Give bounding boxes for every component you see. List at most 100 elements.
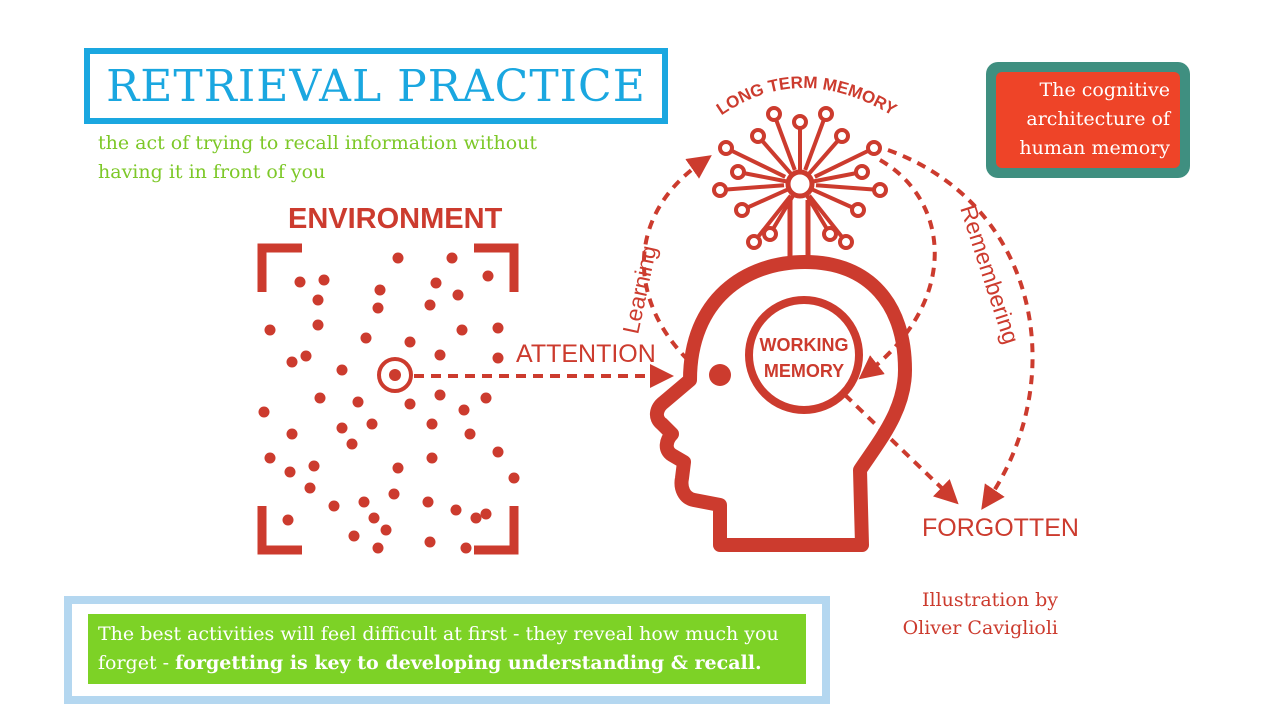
network-link [803, 113, 828, 171]
environment-dot [446, 252, 458, 264]
environment-dot [434, 349, 446, 361]
environment-dot [264, 452, 276, 464]
environment-dot [392, 462, 404, 474]
network-node [734, 202, 750, 218]
environment-dot [480, 392, 492, 404]
environment-dot [258, 406, 270, 418]
wm-forgotten-arrow [843, 393, 959, 505]
environment-dot [372, 302, 384, 314]
network-node [818, 106, 834, 122]
subtitle: the act of trying to recall information … [98, 132, 538, 183]
ltm-forgotten-arrow [887, 148, 1035, 510]
long-term-memory-label: LONG TERM MEMORY [713, 73, 900, 120]
environment-dot [286, 428, 298, 440]
network-node [850, 202, 866, 218]
environment-dot [318, 274, 330, 286]
environment-dot [348, 530, 360, 542]
network-node [762, 226, 778, 242]
eye-dot [709, 364, 731, 386]
environment-dot [368, 512, 380, 524]
network-node [766, 106, 782, 122]
environment-dot [424, 299, 436, 311]
environment-dot [358, 496, 370, 508]
network-link [815, 183, 881, 192]
environment-dot [366, 418, 378, 430]
network-link [813, 146, 875, 179]
environment-dots [258, 252, 520, 554]
environment-dot [392, 252, 404, 264]
environment-dot [456, 324, 468, 336]
environment-dot [404, 398, 416, 410]
attention-label: ATTENTION [516, 340, 656, 368]
network-node [792, 114, 808, 130]
environment-dot [492, 322, 504, 334]
environment-dot [422, 496, 434, 508]
network-node [866, 140, 882, 156]
network-link [807, 194, 848, 244]
environment-dot [424, 536, 436, 548]
environment-dot [492, 352, 504, 364]
network-node [718, 140, 734, 156]
callout-box: The cognitive architecture of human memo… [996, 72, 1180, 168]
environment-dot [314, 392, 326, 404]
head-outline-icon [650, 255, 912, 552]
environment-dot [450, 504, 462, 516]
working-memory-label-2: MEMORY [764, 361, 844, 381]
environment-dot [434, 389, 446, 401]
network-link [810, 187, 859, 212]
environment-dot [336, 422, 348, 434]
page-title: RETRIEVAL PRACTICE [106, 60, 646, 112]
working-memory-label-1: WORKING [760, 335, 849, 355]
network-node [730, 164, 746, 180]
environment-dot [470, 512, 482, 524]
note-text: The best activities will feel difficult … [98, 623, 779, 674]
forgotten-label: FORGOTTEN [922, 514, 1079, 542]
network-node [872, 182, 888, 198]
remembering-arrow [858, 158, 937, 380]
environment-dot [328, 500, 340, 512]
network-link [772, 113, 797, 171]
network-link [752, 194, 793, 244]
environment-dot [380, 524, 392, 536]
environment-dot [372, 542, 384, 554]
environment-dot [282, 514, 294, 526]
environment-dot [426, 418, 438, 430]
network-link [719, 183, 785, 192]
environment-dot [426, 452, 438, 464]
working-memory-circle [745, 296, 863, 414]
illustration-credit: Illustration by Oliver Caviglioli [902, 589, 1058, 639]
environment-dot [300, 350, 312, 362]
environment-dot [460, 542, 472, 554]
environment-frame [257, 243, 519, 555]
environment-dot [312, 319, 324, 331]
environment-dot [360, 332, 372, 344]
environment-dot [346, 438, 358, 450]
network-node [854, 164, 870, 180]
remembering-label: Remembering [955, 202, 1024, 347]
environment-dot [294, 276, 306, 288]
network-node [712, 182, 728, 198]
note-box: The best activities will feel difficult … [88, 614, 806, 684]
network-link [756, 134, 794, 176]
network-node [834, 128, 850, 144]
network-link [741, 187, 790, 212]
note-bold-text: forgetting is key to developing understa… [175, 652, 762, 674]
network-link [812, 170, 863, 184]
environment-dot [286, 356, 298, 368]
environment-dot [352, 396, 364, 408]
network-link [737, 170, 788, 184]
environment-dot [374, 284, 386, 296]
environment-dot [508, 472, 520, 484]
environment-dot [312, 294, 324, 306]
environment-dot [482, 270, 494, 282]
network-link [725, 146, 787, 179]
attention-target-icon [377, 357, 413, 393]
environment-dot [336, 364, 348, 376]
learning-arrow [641, 155, 712, 362]
environment-dot [458, 404, 470, 416]
environment-dot [464, 428, 476, 440]
environment-dot [264, 324, 276, 336]
environment-label: ENVIRONMENT [288, 203, 503, 235]
network-node [838, 234, 854, 250]
